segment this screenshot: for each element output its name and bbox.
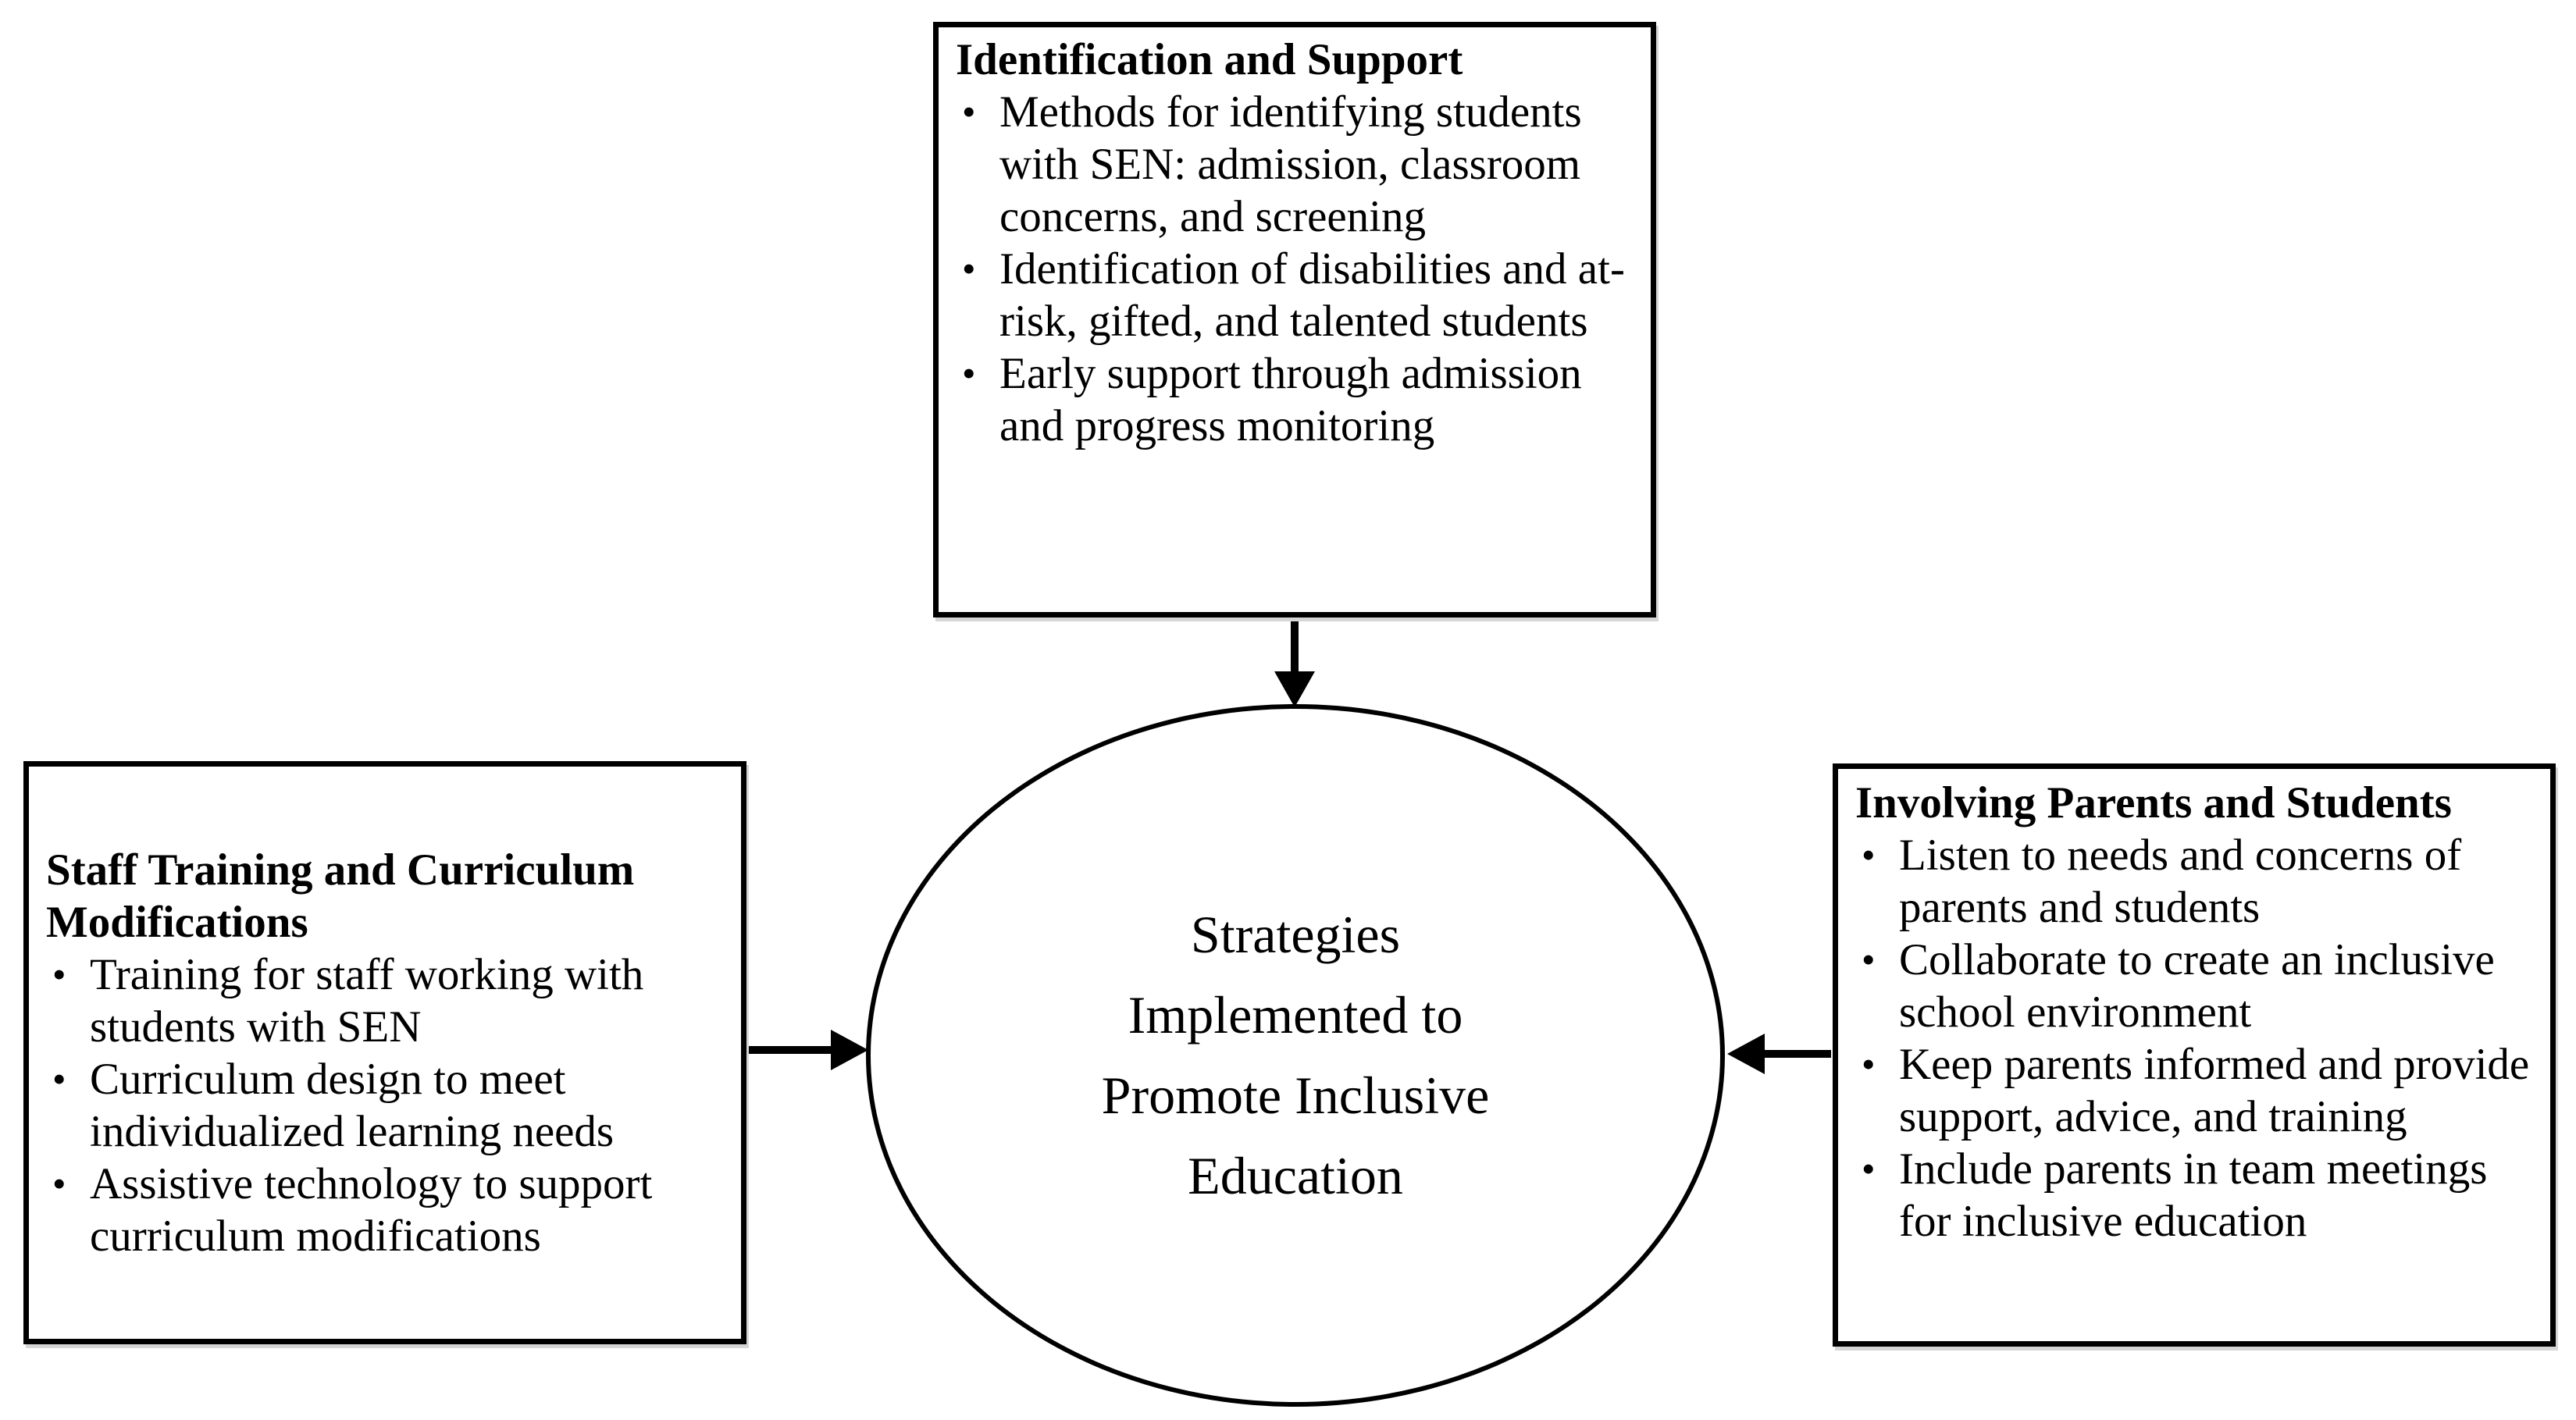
- staff-training-box: Staff Training and Curriculum Modificati…: [23, 761, 746, 1344]
- list-item: • Keep parents informed and provide supp…: [1838, 1038, 2550, 1143]
- bullet-icon: •: [1862, 938, 1876, 981]
- involving-parents-box: Involving Parents and Students • Listen …: [1833, 763, 2556, 1347]
- identification-box-title: Identification and Support: [956, 35, 1463, 84]
- ellipse-label-line: Strategies: [1190, 905, 1401, 964]
- list-item: • Assistive technology to support curric…: [29, 1158, 741, 1262]
- bullet-icon: •: [962, 247, 976, 290]
- identification-and-support-box: Identification and Support • Methods for…: [933, 22, 1656, 617]
- ellipse-label-line: Implemented to: [1128, 985, 1463, 1045]
- arrow-left-icon: [1727, 1034, 1831, 1074]
- bullet-text: Collaborate to create an inclusive schoo…: [1899, 935, 2495, 1037]
- staff-training-box-title: Staff Training and Curriculum Modificati…: [46, 845, 635, 947]
- bullet-text: Keep parents informed and provide suppor…: [1899, 1040, 2530, 1141]
- bullet-icon: •: [52, 952, 66, 996]
- central-strategies-ellipse: Strategies Implemented to Promote Inclus…: [866, 704, 1725, 1407]
- list-item: • Identification of disabilities and at-…: [939, 243, 1651, 347]
- bullet-icon: •: [1862, 1042, 1876, 1086]
- bullet-text: Methods for identifying students with SE…: [999, 87, 1582, 241]
- involving-parents-box-title: Involving Parents and Students: [1855, 778, 2452, 827]
- bullet-icon: •: [52, 1056, 66, 1101]
- list-item: • Collaborate to create an inclusive sch…: [1838, 934, 2550, 1038]
- bullet-text: Early support through admission and prog…: [999, 349, 1582, 450]
- list-item: • Listen to needs and concerns of parent…: [1838, 829, 2550, 934]
- list-item: • Curriculum design to meet individualiz…: [29, 1053, 741, 1158]
- bullet-icon: •: [962, 90, 976, 133]
- ellipse-label-line: Education: [1188, 1146, 1403, 1205]
- bullet-text: Listen to needs and concerns of parents …: [1899, 831, 2462, 932]
- list-item: • Training for staff working with studen…: [29, 948, 741, 1053]
- bullet-text: Assistive technology to support curricul…: [90, 1158, 653, 1261]
- bullet-icon: •: [1862, 833, 1876, 877]
- bullet-text: Training for staff working with students…: [90, 949, 644, 1052]
- list-item: • Methods for identifying students with …: [939, 86, 1651, 243]
- bullet-icon: •: [52, 1161, 66, 1205]
- bullet-icon: •: [1862, 1147, 1876, 1190]
- bullet-text: Include parents in team meetings for inc…: [1899, 1144, 2488, 1246]
- bullet-text: Curriculum design to meet individualized…: [90, 1054, 615, 1156]
- bullet-icon: •: [962, 351, 976, 395]
- bullet-text: Identification of disabilities and at-ri…: [999, 244, 1625, 346]
- list-item: • Early support through admission and pr…: [939, 347, 1651, 452]
- ellipse-label-line: Promote Inclusive: [1101, 1066, 1490, 1125]
- arrow-right-icon: [748, 1030, 868, 1070]
- arrow-down-icon: [1274, 620, 1315, 707]
- list-item: • Include parents in team meetings for i…: [1838, 1143, 2550, 1247]
